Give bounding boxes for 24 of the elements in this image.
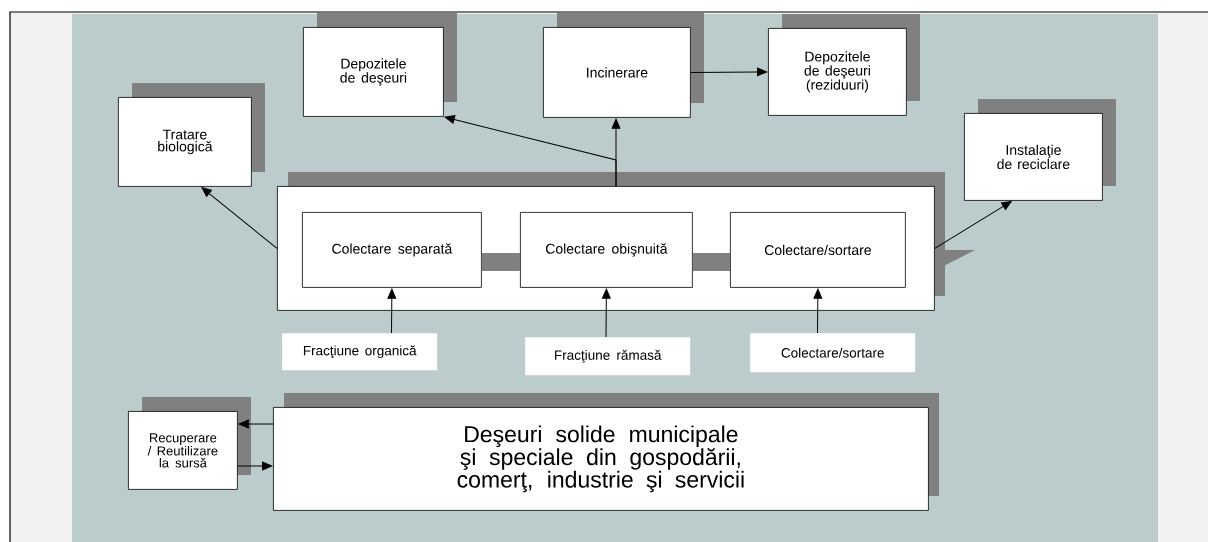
process-box: Deşeuri solide municipale şi speciale din gospodării, comerţ, industrie şi servicii (273, 407, 929, 511)
process-box: Colectare obişnuită (520, 212, 693, 288)
source-label: Colectare/sortare (750, 333, 916, 373)
arrow (813, 288, 823, 334)
process-box: Recuperare / Reutilizare la sursă (128, 411, 238, 490)
process-box: Incinerare (543, 27, 691, 118)
arrow (387, 288, 397, 334)
process-box: Instalaţie de reciclare (964, 113, 1103, 201)
source-label: Fracţiune rămasă (525, 337, 691, 376)
process-box: Colectare separată (302, 212, 482, 288)
process-box: Colectare/sortare (730, 212, 906, 288)
process-box: Depozitele de deşeuri (303, 27, 444, 117)
arrow (238, 419, 274, 429)
arrow (601, 288, 611, 338)
arrow (690, 67, 768, 77)
arrow (237, 461, 273, 471)
arrow (611, 118, 621, 187)
process-box: Tratare biologică (118, 97, 252, 187)
arrow (201, 187, 278, 249)
flow-band (692, 252, 730, 271)
process-box: Depozitele de deşeuri (reziduuri) (768, 28, 907, 116)
source-label: Fracţiune organică (282, 333, 438, 371)
arrow (934, 201, 1012, 249)
flow-band (481, 252, 520, 271)
